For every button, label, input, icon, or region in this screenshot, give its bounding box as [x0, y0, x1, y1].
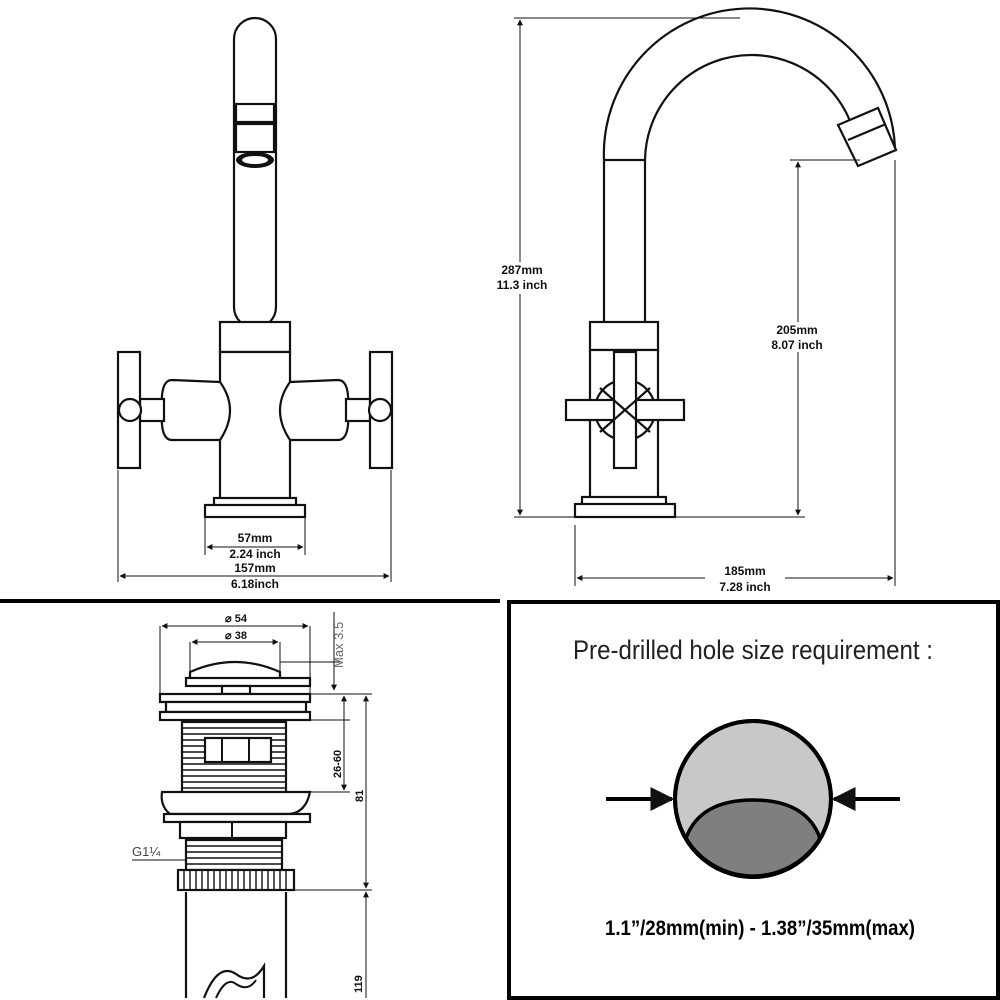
- side-spout: [602, 7, 897, 327]
- front-right-valve: [279, 378, 350, 442]
- dim-8-07-inch: 8.07 inch: [771, 338, 822, 352]
- dim-157mm: 157mm: [234, 561, 275, 575]
- side-body-collar: [588, 320, 660, 352]
- waste-knurled-nut: [176, 868, 296, 892]
- hole-panel-title: Pre-drilled hole size requirement :: [573, 635, 933, 665]
- side-base: [573, 502, 677, 519]
- waste-lower-thread: [184, 838, 284, 872]
- thread-label-g1-1-4: G1¼: [132, 844, 160, 859]
- front-spout-ring: [234, 122, 276, 154]
- waste-cap-ring: [184, 676, 312, 688]
- waste-flange: [158, 692, 312, 704]
- dim-26-60: 26-60: [332, 750, 344, 778]
- waste-drain-view: ⌀ 54 ⌀ 38 Max 3.5 26-60 81 119 G1¼: [132, 612, 372, 999]
- front-left-stem: [138, 397, 166, 423]
- front-spout-tube: [232, 16, 278, 330]
- dim-81: 81: [354, 790, 366, 802]
- dim-287mm: 287mm: [501, 263, 542, 277]
- front-spout-ring-top: [234, 102, 276, 124]
- dim-11-3-inch: 11.3 inch: [497, 278, 548, 292]
- waste-overflow-slot: [203, 736, 273, 764]
- front-body: [218, 350, 292, 502]
- dim-2-24-inch: 2.24 inch: [229, 547, 280, 561]
- faucet-front-view: 57mm 2.24 inch 157mm 6.18inch: [116, 16, 394, 591]
- hole-size-panel: Pre-drilled hole size requirement : 1.1”…: [573, 635, 933, 940]
- waste-lock-nut: [160, 790, 312, 816]
- hole-shadow: [684, 798, 822, 878]
- dim-dia-38: ⌀ 38: [225, 630, 247, 642]
- hole-panel-border: [507, 600, 1000, 1000]
- front-right-stem: [344, 397, 372, 423]
- front-left-valve: [160, 378, 231, 442]
- side-spout-tip: [836, 106, 898, 168]
- dim-57mm: 57mm: [238, 531, 273, 545]
- dim-max-3-5: Max 3.5: [331, 622, 346, 668]
- dim-119: 119: [353, 975, 365, 993]
- dim-185mm: 185mm: [724, 564, 765, 578]
- dim-205mm: 205mm: [776, 323, 817, 337]
- front-body-collar: [218, 320, 292, 354]
- hole-size-requirement: 1.1”/28mm(min) - 1.38”/35mm(max): [605, 917, 915, 940]
- waste-tail-pipe: [184, 892, 288, 998]
- faucet-side-view: 287mm 11.3 inch 205mm 8.07 inch 185mm 7.…: [490, 7, 898, 594]
- dim-6-18-inch: 6.18inch: [231, 577, 279, 591]
- front-base: [203, 503, 307, 519]
- waste-cap: [188, 660, 282, 682]
- dim-7-28-inch: 7.28 inch: [719, 580, 770, 594]
- dim-dia-54: ⌀ 54: [225, 613, 248, 625]
- front-right-knob: [367, 397, 393, 423]
